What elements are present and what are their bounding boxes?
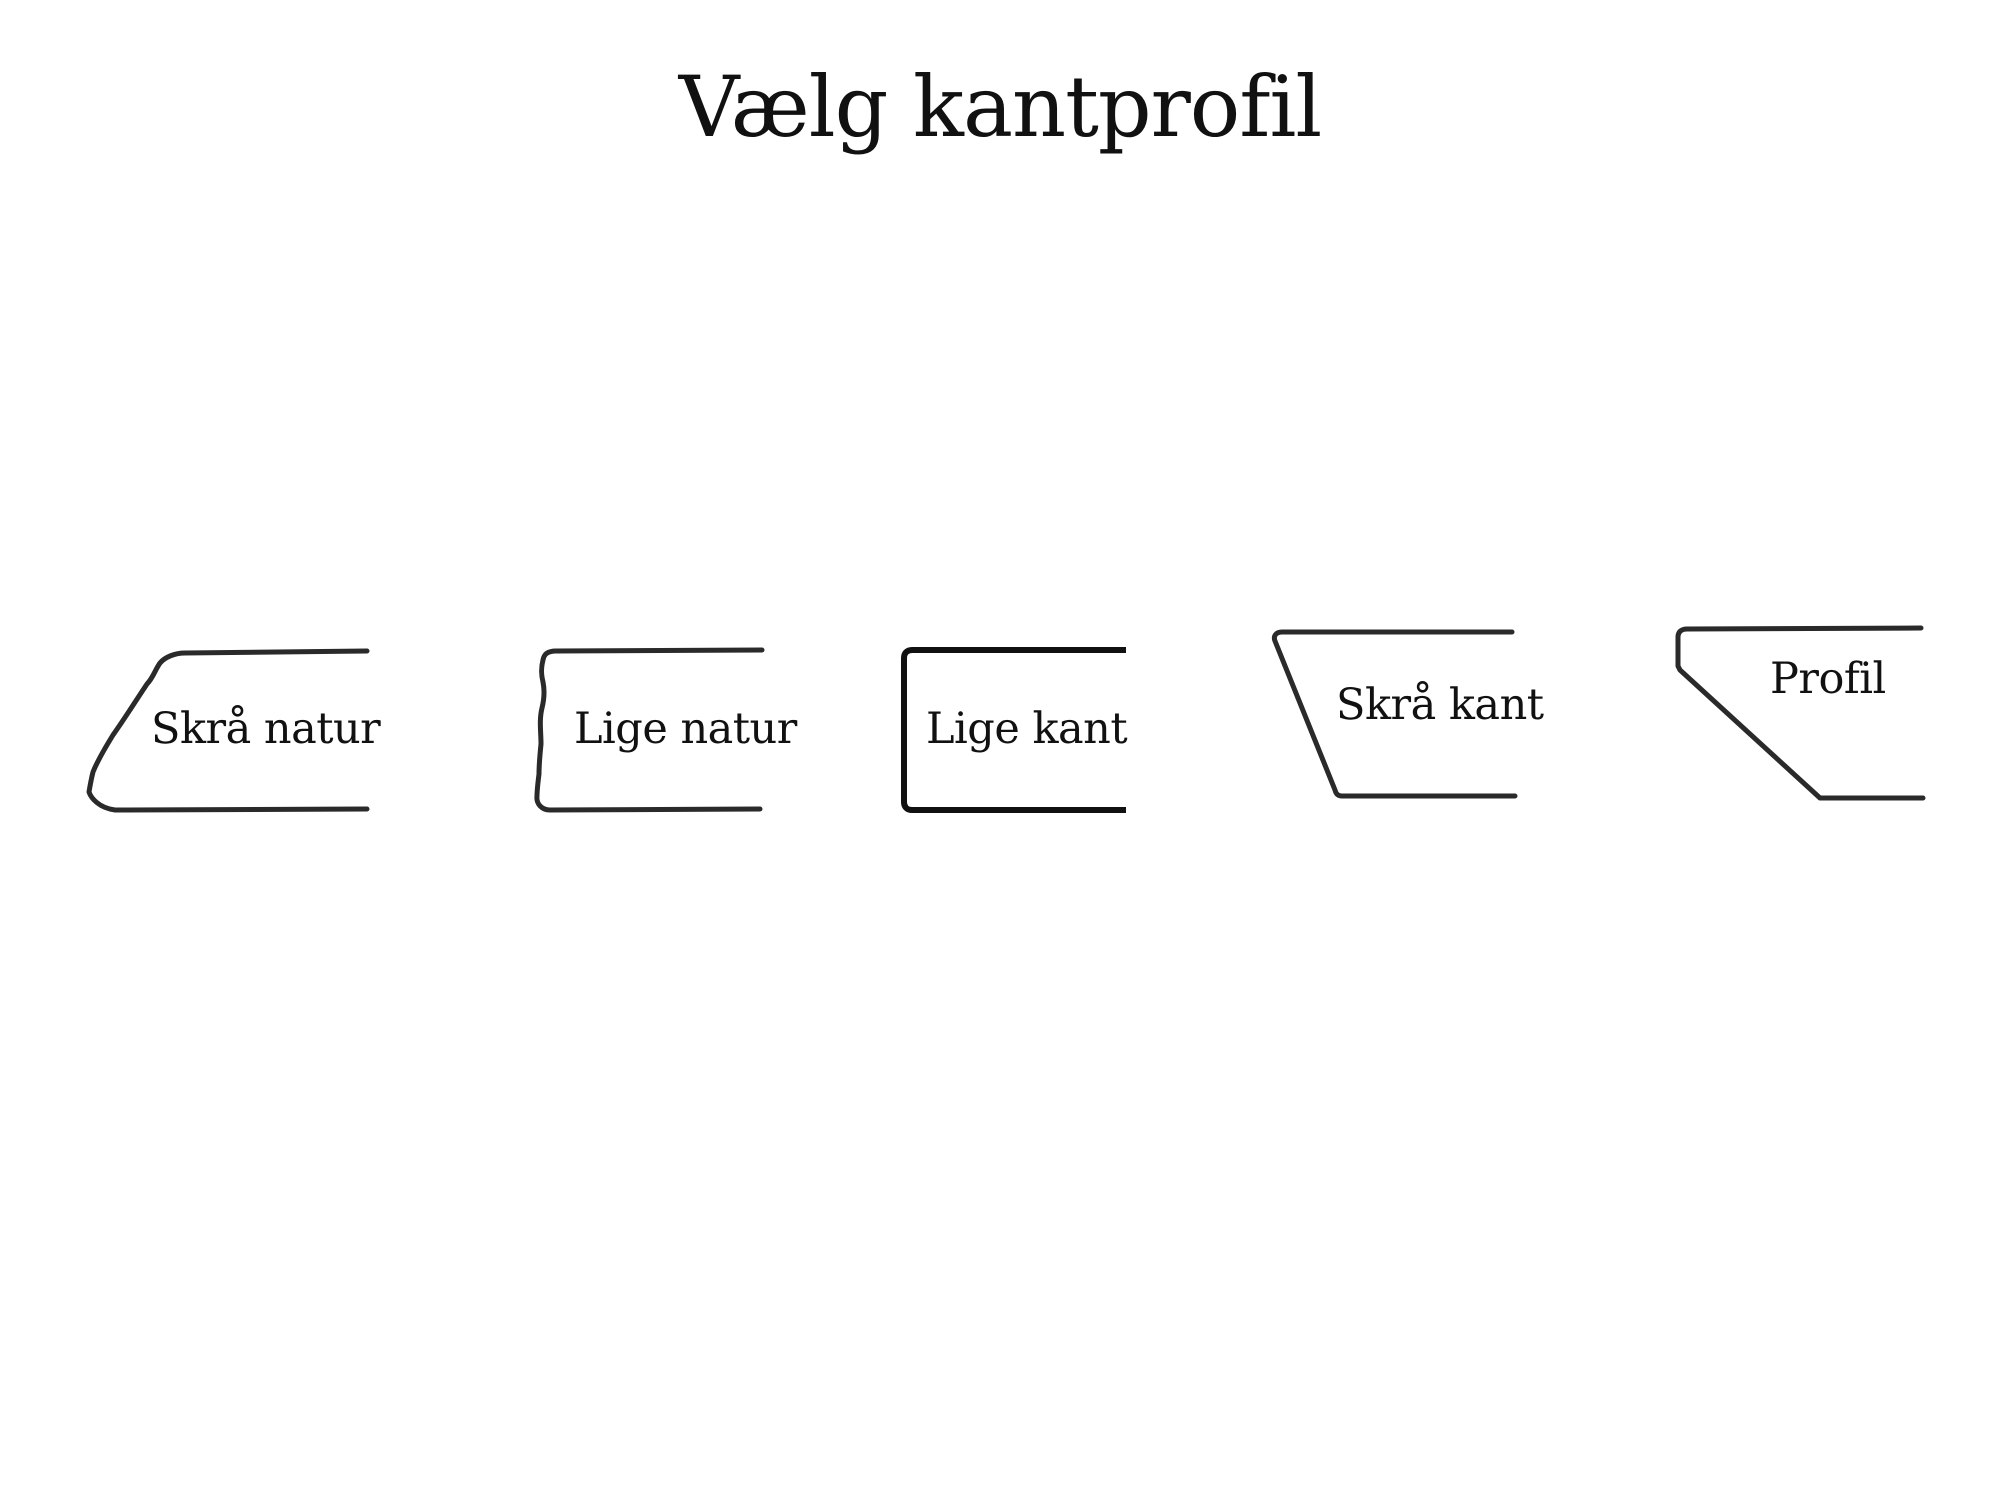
profile-edge-icon bbox=[1675, 625, 1926, 801]
profile-option-skraa-kant[interactable]: Skrå kant bbox=[1268, 620, 1544, 810]
profile-option-lige-kant[interactable]: Lige kant bbox=[900, 640, 1140, 830]
profile-label: Profil bbox=[1770, 654, 1886, 704]
profile-label: Skrå kant bbox=[1336, 680, 1544, 730]
slanted-edge-icon bbox=[1271, 629, 1518, 799]
page-title: Vælg kantprofil bbox=[678, 58, 1322, 156]
straight-natural-edge-icon bbox=[534, 647, 765, 813]
profile-label: Lige kant bbox=[926, 704, 1128, 754]
profile-option-profil[interactable]: Profil bbox=[1670, 620, 1930, 810]
profile-option-skraa-natur[interactable]: Skrå natur bbox=[85, 640, 381, 830]
profile-label: Lige natur bbox=[574, 704, 797, 754]
straight-edge-icon bbox=[901, 647, 1126, 813]
slanted-natural-edge-icon bbox=[86, 648, 370, 813]
profile-label: Skrå natur bbox=[151, 704, 381, 754]
profile-option-lige-natur[interactable]: Lige natur bbox=[530, 640, 797, 830]
